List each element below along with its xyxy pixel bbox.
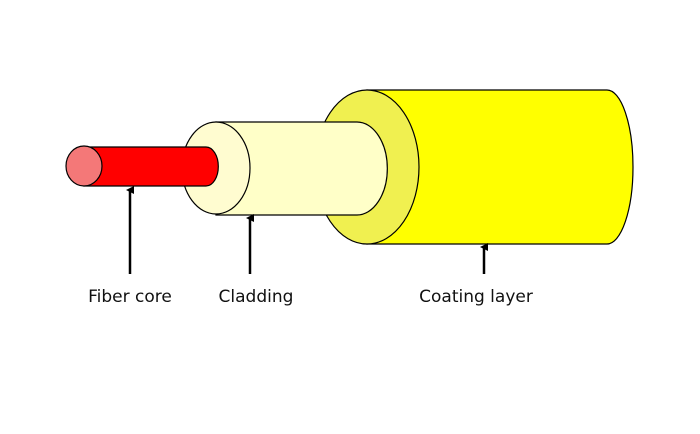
coating-layer-label: Coating layer — [419, 287, 533, 307]
fiber-core-label: Fiber core — [88, 287, 172, 307]
cladding-side — [215, 121, 388, 216]
fiber-core-side — [83, 146, 219, 187]
fiber-core-end-face — [65, 145, 103, 187]
coating-layer-side — [366, 89, 634, 245]
fiber-core-shape — [65, 145, 219, 187]
cladding-label: Cladding — [219, 287, 294, 307]
